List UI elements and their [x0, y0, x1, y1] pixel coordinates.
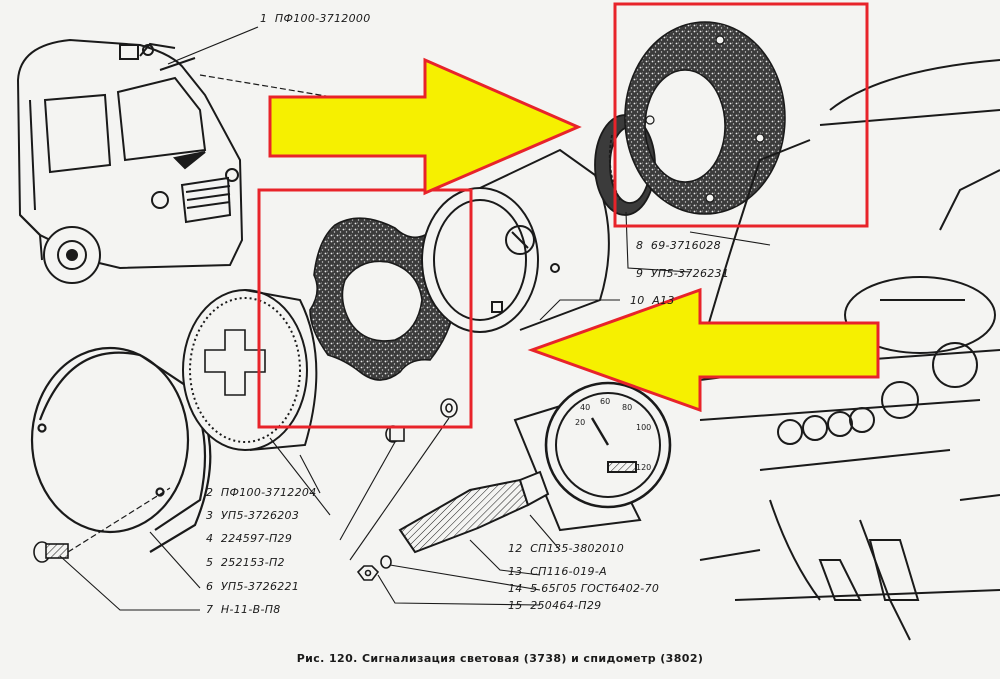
callout-label-12: 12 СП135-3802010	[508, 542, 625, 555]
cable-connector-13	[398, 470, 550, 554]
speedometer-tick-label: 100	[636, 423, 651, 432]
callout-label-3: 3 УП5-3726203	[206, 509, 300, 522]
speedometer-tick-label: 80	[622, 403, 632, 412]
washer-5	[440, 398, 458, 418]
arrow-right	[268, 57, 582, 196]
callout-label-14: 14 5 65Г05 ГОСТ6402-70	[508, 582, 660, 595]
speedometer-tick-label: 120	[636, 463, 651, 472]
figure-caption: Рис. 120. Сигнализация световая (3738) и…	[296, 652, 704, 665]
callout-label-8: 8 69-3716028	[636, 239, 721, 252]
callout-label-2: 2 ПФ100-3712204	[206, 486, 317, 499]
callout-label-4: 4 224597-П29	[206, 532, 293, 545]
leader-lines	[59, 211, 771, 611]
lamp-housing-10	[421, 148, 610, 333]
speedometer-12	[513, 381, 672, 532]
vehicle-illustration	[16, 38, 244, 284]
callout-label-6: 6 УП5-3726221	[206, 580, 300, 593]
callout-label-7: 7 Н-11-В-П8	[206, 603, 281, 616]
speedometer-tick-label: 40	[580, 403, 590, 412]
callout-label-13: 13 СП116-019-А	[508, 565, 607, 578]
screw-7	[33, 541, 69, 563]
callout-label-9: 9 УП5-3726231	[636, 267, 730, 280]
callout-label-10: 10 А13	[630, 294, 675, 307]
speedometer-scale: 20 40 60 80 100 120	[575, 397, 651, 472]
warning-lamp-2	[182, 289, 318, 451]
callout-label-1: 1 ПФ100-3712000	[260, 12, 371, 25]
arrow-left	[527, 287, 880, 413]
leader-line-1	[167, 26, 259, 65]
flange-gasket-8	[624, 21, 786, 215]
callout-label-15: 15 250464-П29	[508, 599, 602, 612]
flange-holes	[645, 35, 765, 203]
callout-label-5: 5 252153-П2	[206, 556, 285, 569]
outer-ring-6	[30, 346, 212, 553]
speedometer-tick-label: 20	[575, 418, 585, 427]
highlight-box-flange	[613, 2, 869, 228]
speedometer-tick-label: 60	[600, 397, 610, 406]
washer-14	[380, 555, 392, 569]
screw-4	[385, 425, 405, 443]
highlight-box-gasket	[257, 188, 473, 429]
gasket-3	[309, 217, 456, 381]
nut-15	[356, 565, 380, 581]
